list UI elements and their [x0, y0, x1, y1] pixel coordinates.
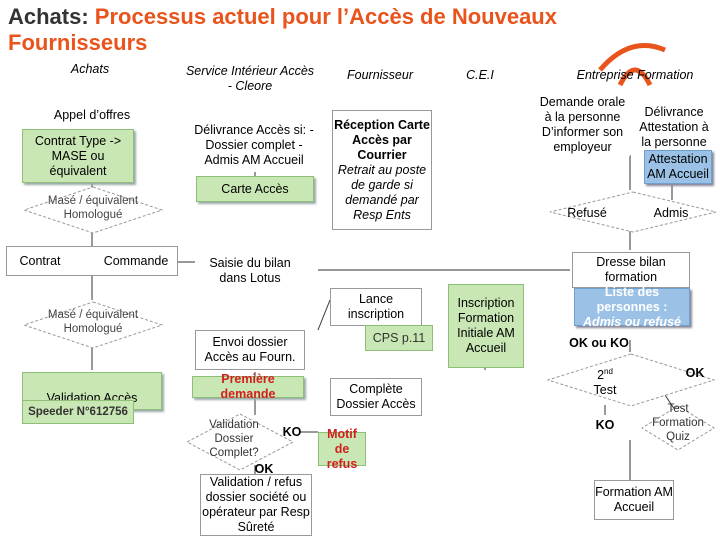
second-test-word: Test	[593, 383, 617, 398]
lance-inscription-step: Lance inscription	[330, 288, 422, 326]
formation-am-step: Formation AM Accueil	[594, 480, 674, 520]
mase-decision-1-icon	[22, 186, 164, 234]
reception-title: Réception Carte Accès par Courrier	[334, 117, 430, 162]
liste-title: Liste des personnes :	[596, 284, 668, 314]
lane-entreprise: Entreprise Formation	[576, 68, 694, 82]
mase-decision-2-label: Masé / équivalent Homologué	[47, 309, 139, 335]
appel-offres-step: Appel d’offres	[42, 100, 142, 130]
second-test-decision-icon	[546, 353, 716, 407]
delivrance-attestation-step: Délivrance Attestation à la personne	[636, 100, 712, 154]
test-quiz-decision-icon	[641, 405, 715, 451]
attestation-am-box: Attestation AM Accueil	[644, 150, 712, 184]
demande-orale-step: Demande orale à la personne D’informer s…	[535, 94, 630, 156]
mase-decision-2-icon	[22, 301, 164, 349]
inscription-formation-box: Inscription Formation Initiale AM Accuei…	[448, 284, 524, 368]
lane-cei: C.E.I	[466, 68, 494, 82]
validation-ok-label: OK	[254, 462, 274, 476]
reception-note: Retrait au poste de garde si demandé par…	[337, 162, 427, 222]
admis-label: Admis	[653, 206, 689, 220]
validation-dossier-label: Validation Dossier Complet?	[209, 419, 259, 459]
contrat-label: Contrat	[19, 254, 61, 268]
validation-dossier-decision-icon	[185, 413, 295, 471]
envoi-dossier-step: Envoi dossier Accès au Fourn.	[195, 330, 305, 370]
second-test-label: 2nd Test	[585, 364, 625, 398]
lane-achats: Achats	[70, 62, 110, 76]
commande-label: Commande	[103, 254, 169, 268]
refuse-label: Refusé	[567, 206, 607, 220]
page-title: Achats: Processus actuel pour l’Accès de…	[8, 4, 648, 56]
cps-reference: CPS p.11	[365, 325, 433, 351]
admission-decision-icon	[549, 191, 717, 233]
title-main: Processus actuel pour l’Accès de Nouveau…	[8, 4, 557, 55]
carte-acces-box: Carte Accès	[196, 176, 314, 202]
title-prefix: Achats:	[8, 4, 95, 29]
second-test-suffix: nd	[604, 367, 613, 376]
liste-subtitle: Admis ou refusé	[583, 314, 681, 329]
liste-personnes-box: Liste des personnes : Admis ou refusé	[574, 284, 690, 329]
ok-ou-ko-label: OK ou KO	[569, 336, 629, 350]
lane-fournisseur: Fournisseur	[347, 68, 413, 82]
premiere-demande-box: Première demande	[192, 372, 304, 401]
test-quiz-label: Test Formation Quiz	[652, 403, 704, 443]
mase-decision-1-label: Masé / équivalent Homologué	[47, 195, 139, 221]
lane-service: Service Intérieur Accès - Cleore	[185, 64, 315, 93]
dresse-bilan-step: Dresse bilan formation	[572, 252, 690, 288]
motif-refus-label: Motif de refus	[326, 426, 358, 471]
validation-refus-step: Validation / refus dossier société ou op…	[200, 474, 312, 536]
reception-carte-box: Réception Carte Accès par Courrier Retra…	[332, 110, 432, 230]
motif-refus-box: Motif de refus	[318, 427, 366, 471]
company-logo-icon	[598, 43, 666, 87]
delivrance-acces-step: Délivrance Accès si: - Dossier complet -…	[188, 118, 320, 172]
second-test-number: 2	[597, 368, 605, 383]
second-test-ok-label: OK	[685, 366, 705, 380]
speeder-number: Speeder N°612756	[22, 400, 134, 424]
premiere-demande-label: Première demande	[220, 372, 276, 401]
complete-dossier-step: Complète Dossier Accès	[330, 378, 422, 416]
validation-ko-label: KO	[282, 425, 302, 439]
contrat-type-box: Contrat Type -> MASE ou équivalent	[22, 129, 134, 183]
saisie-bilan-step: Saisie du bilan dans Lotus	[195, 255, 305, 287]
second-test-ko-label: KO	[595, 418, 615, 432]
contrat-commande-row	[6, 246, 178, 276]
